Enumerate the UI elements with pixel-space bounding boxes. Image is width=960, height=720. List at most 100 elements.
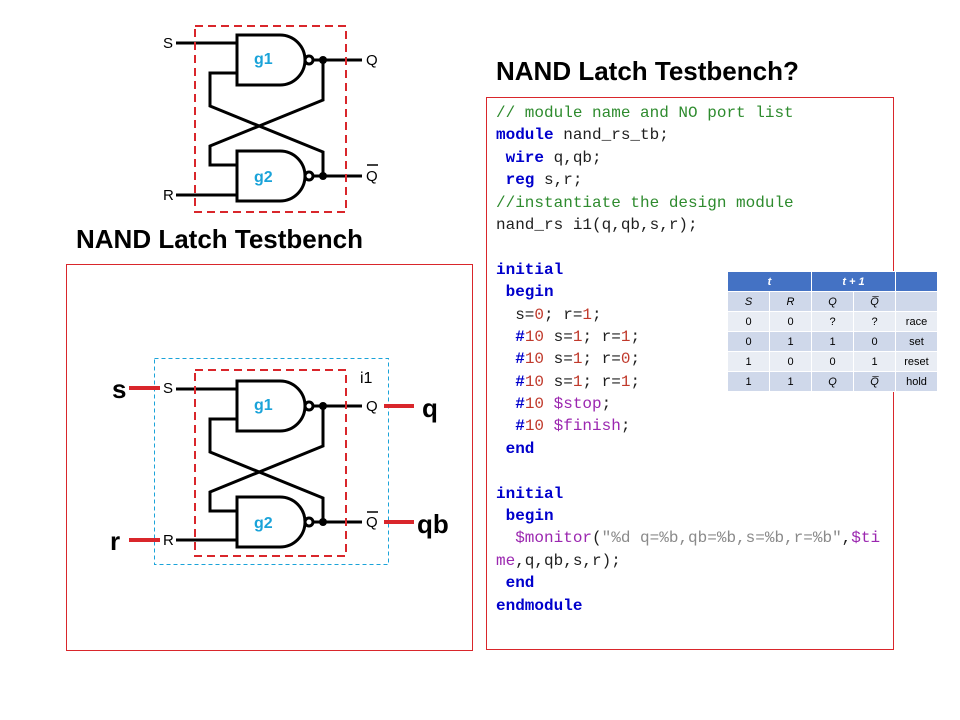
code-number: 1 [572,327,583,346]
table-cell: 1 [853,351,896,372]
page-title-right: NAND Latch Testbench? [496,56,799,86]
table-cell: ? [853,311,896,332]
code-keyword: module [496,126,554,145]
verilog-code: // module name and NO port list module n… [496,102,888,617]
table-subheader: S [727,291,770,312]
code-text: ; [592,305,602,324]
table-row: 0 0 ? ? race [727,311,938,332]
signal-qb-label: qb [417,509,449,539]
code-string: "%d q=%b,qb=%b,s=%b,r=%b" [601,529,842,548]
table-cell: 0 [769,311,812,332]
top-qbar-label: Q [366,168,378,185]
table-row: 0 1 1 0 set [727,331,938,352]
code-keyword: begin [496,283,554,302]
table-subheader: R [769,291,812,312]
code-text [544,417,554,435]
code-text: ; [630,327,641,346]
instance-label: i1 [360,370,373,387]
bottom-q-label: Q [366,398,378,415]
code-number: 10 [524,327,545,346]
code-text: ,q,qb,s,r); [515,551,621,570]
table-cell: 0 [727,311,770,332]
code-text: ; r= [582,372,621,391]
code-system-task: $time [496,529,881,570]
table-cell: 1 [727,371,770,392]
table-cell: 0 [727,331,770,352]
left-panel-border [66,264,473,651]
code-number: 10 [524,350,545,369]
top-q-label: Q [366,52,378,69]
table-cell: 1 [811,331,854,352]
table-row: 1 0 0 1 reset [727,351,938,372]
code-comment: //instantiate the design module [496,193,794,212]
code-text: nand_rs i1(q,qb,s,r); [496,215,698,234]
table-cell: reset [895,351,938,372]
code-system-task: $finish [553,417,621,436]
code-text: ; r= [544,305,583,324]
code-number: 1 [620,327,631,346]
code-number: 10 [524,417,545,436]
table-row: 1 1 Q Q̅ hold [727,371,938,392]
code-system-task: $monitor [515,529,593,548]
code-keyword: wire [496,148,545,167]
bottom-qbar-label: Q [366,514,378,531]
code-text: ; r= [582,327,621,346]
signal-q-label: q [422,393,438,423]
truth-table: t t + 1 S R Q Q̅ 0 0 ? ? race 0 1 1 0 se… [727,271,938,392]
code-text [544,395,554,413]
code-number: 0 [620,350,631,369]
code-text: , [841,529,852,548]
code-keyword: reg [496,171,535,190]
top-g2-label: g2 [254,169,273,186]
code-delay: # [496,327,525,346]
table-cell: set [895,331,938,352]
code-text: ; r= [582,350,621,369]
table-header-empty [895,271,938,292]
bottom-g2-label: g2 [254,515,273,532]
table-subheader: Q̅ [853,291,896,312]
code-delay: # [496,350,525,369]
bottom-s-label: S [163,380,174,397]
code-keyword: end [496,439,535,458]
table-cell: 1 [727,351,770,372]
instance-boundary [154,358,389,565]
code-keyword: endmodule [496,596,583,615]
table-cell: 1 [769,331,812,352]
signal-r-label: r [110,526,121,556]
signal-wires [129,386,414,542]
code-keyword: begin [496,507,554,526]
code-number: 10 [524,395,545,414]
table-cell: 0 [811,351,854,372]
code-text: ; [620,417,631,436]
code-number: 10 [524,372,545,391]
code-keyword: initial [496,260,564,279]
code-number: 1 [582,305,593,324]
code-delay: # [496,417,525,436]
top-g1-label: g1 [254,51,273,68]
code-keyword: end [496,574,535,593]
code-comment: // module name and NO port list [496,104,794,122]
bottom-latch-diagram [176,379,362,549]
code-text: ; [630,372,641,391]
code-text: s= [544,372,573,391]
table-cell: Q [811,371,854,392]
code-delay: # [496,372,525,391]
table-cell: Q̅ [853,371,896,392]
code-text: s= [544,350,573,369]
table-cell: 0 [853,331,896,352]
top-r-label: R [163,187,174,204]
table-subheader [895,291,938,312]
signal-s-label: s [112,374,127,404]
code-number: 1 [572,372,583,391]
table-cell: 0 [769,351,812,372]
code-text: s= [496,305,535,324]
table-header-t1: t + 1 [811,271,896,292]
table-cell: ? [811,311,854,332]
table-cell: race [895,311,938,332]
code-text: nand_rs_tb; [553,126,669,145]
code-keyword: initial [496,484,564,503]
code-number: 1 [572,350,583,369]
top-s-label: S [163,35,174,52]
table-cell: 1 [769,371,812,392]
